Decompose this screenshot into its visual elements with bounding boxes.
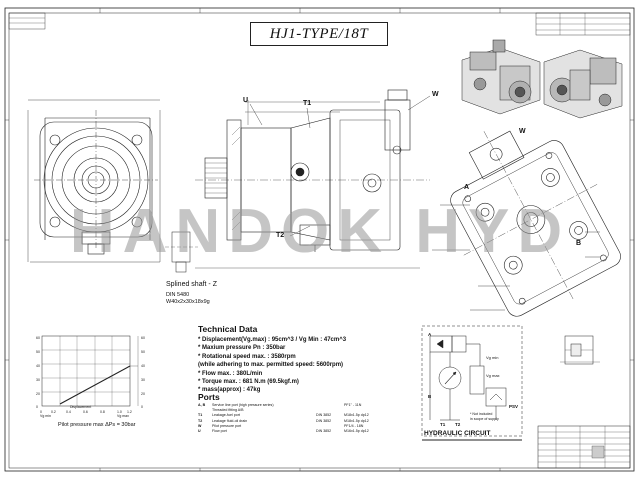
ports-row: Threaded fitting A/B <box>198 408 413 413</box>
pilot-pressure-line <box>59 365 131 405</box>
label-right-b: B <box>576 240 582 247</box>
circuit-t1: T1 <box>440 422 446 427</box>
svg-text:30: 30 <box>141 378 145 382</box>
ports-row: U Flow port DIN 3852 M16x1.5p dp12 <box>198 429 413 434</box>
svg-text:0.2: 0.2 <box>51 410 56 414</box>
port-desc: Leakage fluid-oil drain <box>212 418 248 423</box>
front-flange-view <box>27 99 161 263</box>
ports-table: Ports A, B Service line port (high press… <box>198 392 413 434</box>
port-desc: Pilot pressure port <box>212 423 242 428</box>
technical-data-heading: Technical Data <box>198 324 258 334</box>
circuit-port-a: A <box>428 332 432 337</box>
label-right-w: W <box>519 128 526 135</box>
circuit-vg-min: Vg min <box>486 355 499 360</box>
spline-spec: W40x2x30x18x9g <box>166 299 210 305</box>
port-code: T2 <box>198 418 203 423</box>
spline-title: Splined shaft - Z <box>166 281 217 288</box>
svg-text:50: 50 <box>36 350 40 354</box>
svg-text:50: 50 <box>141 350 145 354</box>
circuit-note-1: * Not included <box>470 412 493 416</box>
isometric-render-1 <box>461 39 541 115</box>
tech-line: * Torque max. : 681 N.m (69.5kgf.m) <box>198 379 299 386</box>
port-size: M16x1.5p dp12 <box>344 429 369 434</box>
rear-port-face-view <box>450 130 621 317</box>
svg-text:20: 20 <box>36 392 40 396</box>
circuit-title: HYDRAULIC CIRCUIT <box>424 430 491 437</box>
spline-standard: DIN 5480 <box>166 292 190 298</box>
svg-text:0.4: 0.4 <box>66 410 71 414</box>
title-block <box>537 425 631 469</box>
tech-line: * Flow max. : 380L/min <box>198 370 263 377</box>
circuit-t2: T2 <box>455 422 461 427</box>
port-size: M18x1.5p dp12 <box>344 418 369 423</box>
port-code: U <box>198 429 201 434</box>
isometric-render-2 <box>543 49 623 119</box>
port-size: M18x1.5p dp12 <box>344 413 369 418</box>
label-port-t1: T1 <box>303 100 312 107</box>
port-desc: Service line port (high pressure series) <box>212 403 274 407</box>
ports-heading: Ports <box>198 392 220 402</box>
drawing-title: HJ1-TYPE/18T <box>269 25 369 42</box>
ports-row: T2 Leakage fluid-oil drain DIN 3852 M18x… <box>198 419 413 424</box>
tech-line: * mass(approx) : 47kg <box>198 387 261 394</box>
tech-line: * Rotational speed max. : 3580rpm <box>198 353 296 360</box>
svg-text:30: 30 <box>36 378 40 382</box>
svg-text:0.6: 0.6 <box>83 410 88 414</box>
ports-row: A, B Service line port (high pressure se… <box>198 403 413 408</box>
right-dimension-lines <box>432 204 600 311</box>
port-code: A, B <box>198 403 206 407</box>
svg-text:60: 60 <box>141 336 145 340</box>
top-right-revision-block <box>535 12 631 36</box>
sheet-border <box>4 7 635 472</box>
tech-line: * Maxium pressure Pn : 350bar <box>198 345 286 352</box>
label-port-t2: T2 <box>276 232 285 239</box>
drawing-title-box: HJ1-TYPE/18T <box>250 22 388 46</box>
tech-line: (while adhering to max. permitted speed:… <box>198 362 344 369</box>
port-standard: DIN 3852 <box>316 429 332 434</box>
svg-text:60: 60 <box>36 336 40 340</box>
graph-xlabel-left: Vg min <box>40 414 51 418</box>
label-port-u: U <box>243 97 249 104</box>
port-desc: Threaded fitting A/B <box>212 408 244 413</box>
svg-text:0: 0 <box>36 405 38 409</box>
label-right-a: A <box>464 184 470 191</box>
circuit-port-b: B <box>428 394 432 399</box>
label-port-w: W <box>432 91 439 98</box>
svg-text:20: 20 <box>141 392 145 396</box>
graph-caption: Pilot pressure max ΔPs = 30bar <box>58 422 136 428</box>
port-size: PF1" - 11N <box>344 403 362 407</box>
tech-line: * Displacement(Vg.max) : 95cm^3 / Vg Min… <box>198 337 347 343</box>
port-desc: Flow port <box>212 429 227 434</box>
svg-text:1.0: 1.0 <box>117 410 122 414</box>
hydraulic-circuit-diagram <box>421 325 523 441</box>
svg-text:0: 0 <box>141 405 143 409</box>
port-desc: Leakage-fuel port <box>212 413 240 418</box>
port-code: W <box>198 423 202 428</box>
splined-shaft-detail <box>165 231 198 273</box>
svg-text:40: 40 <box>36 364 40 368</box>
port-standard: DIN 3852 <box>316 413 332 418</box>
svg-text:0: 0 <box>40 410 42 414</box>
graph-xlabel-right: Vg max <box>117 414 129 418</box>
ports-row: W Pilot pressure port PF1/4 - 18N <box>198 424 413 429</box>
circuit-note-2: in scope of supply <box>470 417 499 421</box>
svg-text:0.8: 0.8 <box>100 410 105 414</box>
graph-xlabel-mid: Displacement <box>70 405 92 409</box>
port-detail-view <box>560 335 600 365</box>
pilot-pressure-graph <box>41 335 139 407</box>
port-size: PF1/4 - 18N <box>344 423 364 428</box>
circuit-psv: PSV <box>509 404 519 409</box>
port-code: T1 <box>198 413 203 418</box>
port-standard: DIN 3852 <box>316 418 332 423</box>
circuit-vg-max: Vg max <box>486 373 500 378</box>
ports-row: T1 Leakage-fuel port DIN 3852 M18x1.5p d… <box>198 413 413 418</box>
side-section-view <box>195 89 431 269</box>
svg-text:1.2: 1.2 <box>127 410 132 414</box>
svg-text:40: 40 <box>141 364 145 368</box>
technical-data-block: Technical Data * Displacement(Vg.max) : … <box>198 324 413 395</box>
